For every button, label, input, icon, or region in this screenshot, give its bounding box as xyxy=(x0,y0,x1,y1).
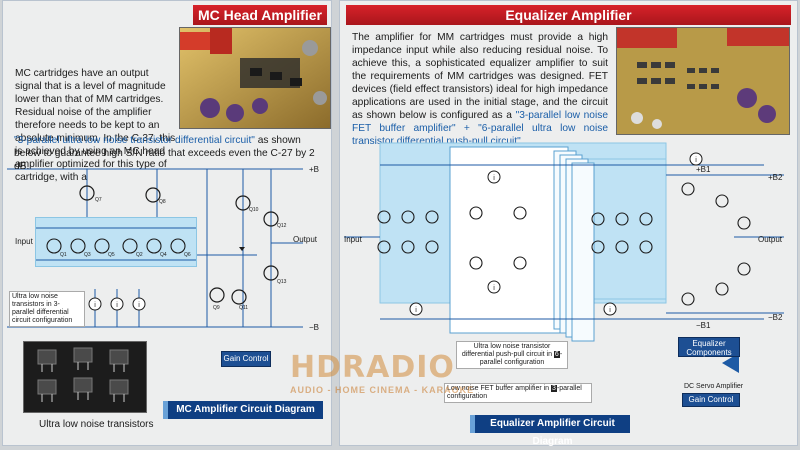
eq-gain-control: Gain Control xyxy=(682,393,740,407)
svg-text:i: i xyxy=(415,307,417,314)
svg-text:Q1: Q1 xyxy=(60,252,67,258)
equalizer-amplifier-title: Equalizer Amplifier xyxy=(346,5,791,25)
svg-text:Q12: Q12 xyxy=(277,223,287,229)
mc-transistor-callout: Ultra low noise transistors in 3-paralle… xyxy=(9,291,85,327)
mc-board-photo xyxy=(179,27,331,129)
equalizer-components-button: Equalizer Components xyxy=(678,337,740,357)
mc-3-parallel-block: Q1 Q3 Q5 Q2 Q4 Q6 xyxy=(35,217,197,267)
eq-diagram-title: Equalizer Amplifier Circuit Diagram xyxy=(470,415,630,447)
eq-input-label: Input xyxy=(344,235,362,244)
mc-head-amplifier-panel: MC Head Amplifier MC cartridges have an … xyxy=(2,0,332,446)
mc-input-label: Input xyxy=(15,237,33,246)
mc-description: MC cartridges have an output signal that… xyxy=(15,68,176,183)
svg-text:Q11: Q11 xyxy=(239,305,248,311)
pushpull-callout: Ultra low noise transistor differential … xyxy=(456,341,568,369)
watermark-brand: HDRADIO xyxy=(290,350,455,385)
transistor-photo xyxy=(23,341,147,413)
mc-gain-control: Gain Control xyxy=(221,351,271,367)
svg-text:Q3: Q3 xyxy=(84,252,91,258)
equalizer-amplifier-panel: Equalizer Amplifier The amplifier for MM… xyxy=(339,0,798,447)
watermark-tagline: AUDIO - HOME CINEMA - KARAOKE xyxy=(290,385,475,395)
svg-text:Q9: Q9 xyxy=(213,305,220,311)
svg-text:i: i xyxy=(138,302,140,309)
eq-minus-b1-label: −B1 xyxy=(696,321,711,330)
svg-text:Q13: Q13 xyxy=(277,279,287,285)
fet-callout: Low noise FET buffer amplifier in 3-para… xyxy=(444,383,592,403)
mc-output-label: Output xyxy=(293,235,318,244)
svg-text:Q8: Q8 xyxy=(159,199,166,205)
equalizer-board-photo xyxy=(616,27,790,135)
svg-text:Q7: Q7 xyxy=(95,197,102,203)
svg-text:i: i xyxy=(695,157,697,164)
svg-text:i: i xyxy=(493,175,495,182)
svg-text:Q4: Q4 xyxy=(160,252,167,258)
svg-text:Q10: Q10 xyxy=(249,207,259,213)
mc-minus-b-label: −B xyxy=(309,323,320,332)
transistor-photo-caption: Ultra low noise transistors xyxy=(39,419,154,430)
mc-diagram-title: MC Amplifier Circuit Diagram xyxy=(163,401,323,419)
equalizer-description: The amplifier for MM cartridges must pro… xyxy=(352,32,608,147)
svg-text:i: i xyxy=(94,302,96,309)
eq-plus-b1-label: +B1 xyxy=(696,165,711,174)
mc-plus-b-label: +B xyxy=(309,165,320,174)
svg-text:i: i xyxy=(493,285,495,292)
svg-text:i: i xyxy=(116,302,118,309)
svg-text:i: i xyxy=(609,307,611,314)
hdradio-watermark: HDRADIO AUDIO - HOME CINEMA - KARAOKE xyxy=(290,350,474,395)
svg-text:Q6: Q6 xyxy=(184,252,191,258)
mc-head-amplifier-title: MC Head Amplifier xyxy=(193,5,327,25)
eq-minus-b2-label: −B2 xyxy=(768,313,783,322)
svg-text:Q2: Q2 xyxy=(136,252,143,258)
svg-text:Q5: Q5 xyxy=(108,252,115,258)
eq-output-label: Output xyxy=(758,235,783,244)
equalizer-circuit-schematic: i i i i i xyxy=(344,139,794,409)
eq-plus-b2-label: +B2 xyxy=(768,173,783,182)
mc-description-highlight: "3-parallel ultra low noise transistor d… xyxy=(14,135,315,172)
dc-servo-label: DC Servo Amplifier xyxy=(684,383,744,390)
